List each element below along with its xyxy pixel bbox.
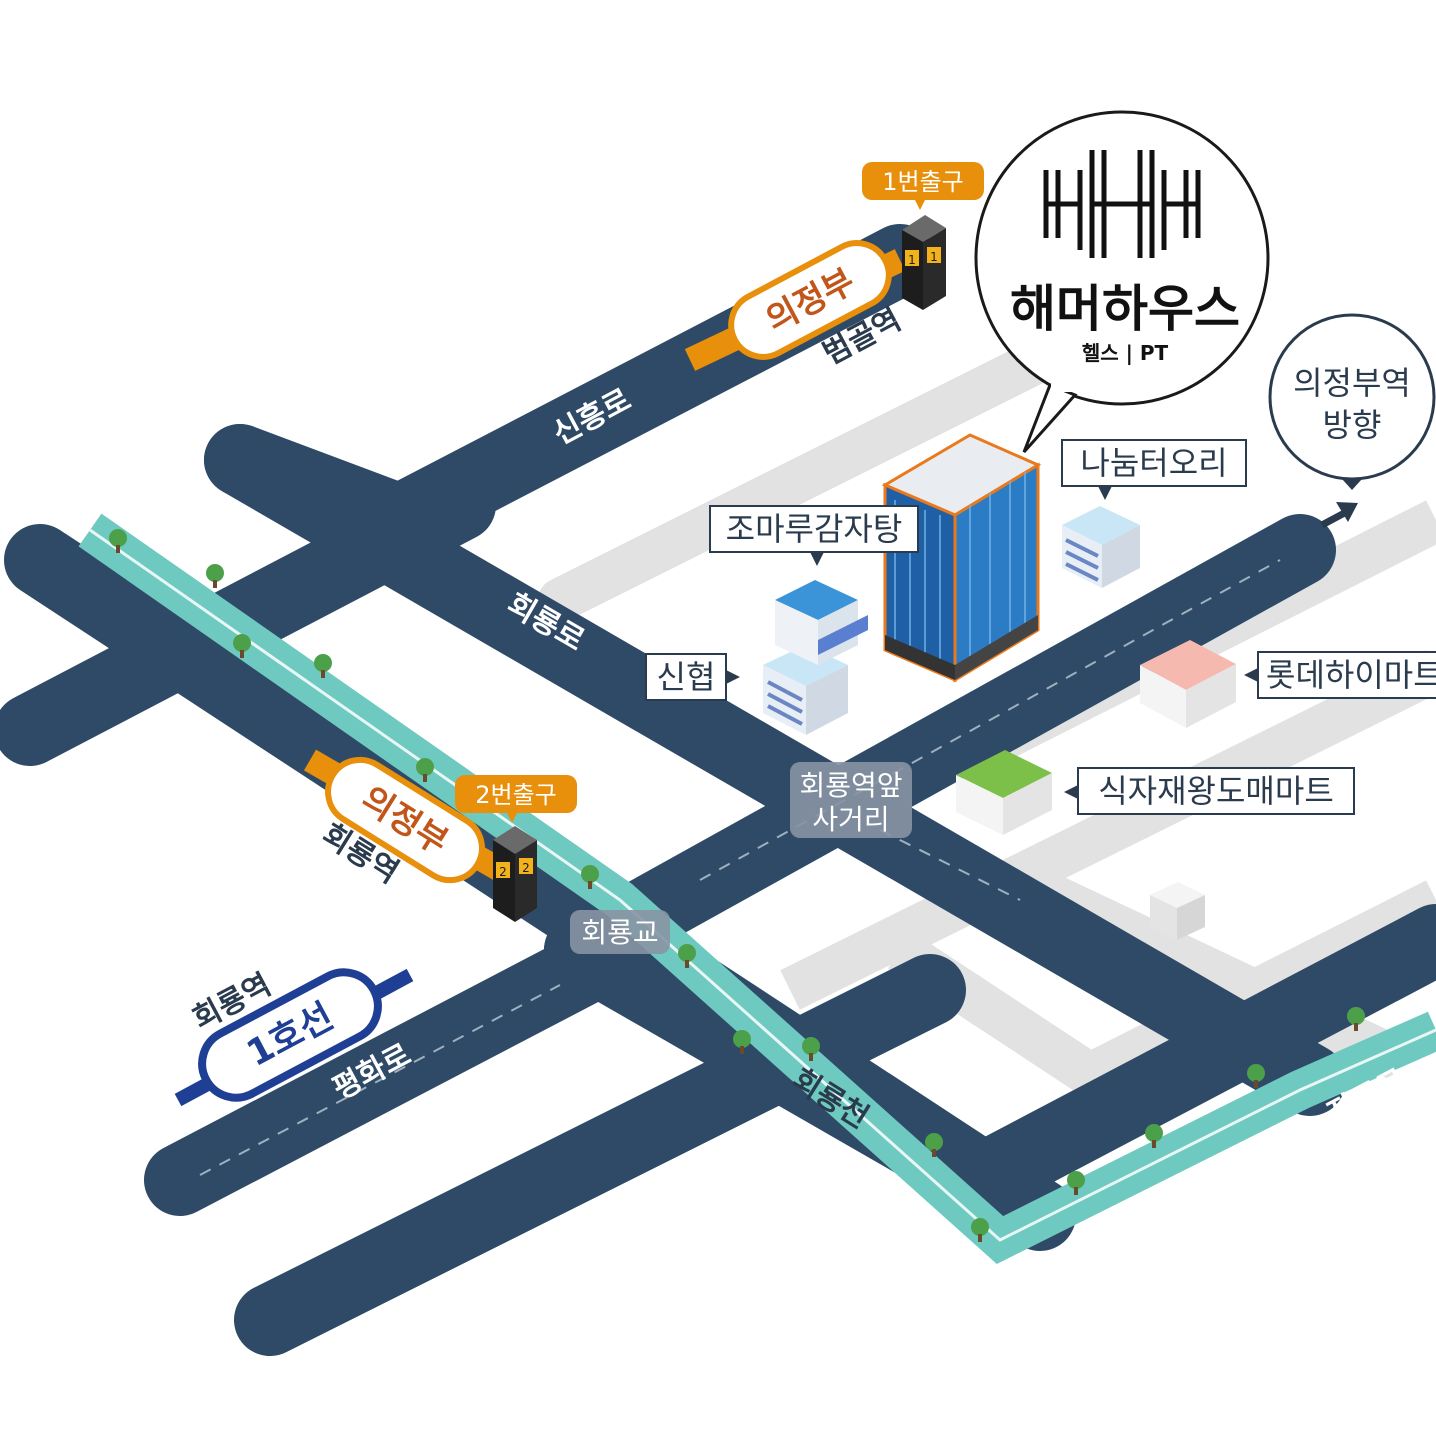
svg-text:롯데하이마트: 롯데하이마트 (1266, 656, 1436, 694)
building-jomaru (775, 580, 868, 665)
place-label-lotte: 롯데하이마트 (1244, 651, 1436, 699)
svg-text:식자재왕도매마트: 식자재왕도매마트 (1098, 772, 1334, 810)
exit-2: 2번출구 2 2 (455, 775, 577, 922)
place-label-shinhyup: 신협 (645, 653, 740, 701)
stream (78, 513, 1436, 1264)
trees (109, 529, 1365, 1242)
place-label-sikjajae: 식자재왕도매마트 (1064, 767, 1355, 815)
svg-text:사거리: 사거리 (812, 803, 889, 836)
tree (109, 529, 127, 553)
tree (1347, 1007, 1365, 1031)
north-line-pill (728, 240, 892, 360)
brand-logo-callout: 해머하우스 헬스 | PT (974, 110, 1270, 454)
svg-text:신협: 신협 (657, 658, 716, 696)
tree (314, 654, 332, 678)
south-line-pill (325, 756, 485, 884)
building-sikjajae (956, 750, 1052, 835)
direction-indicator: 의정부역 방향 (1268, 313, 1436, 529)
direction-label-2: 방향 (1323, 406, 1382, 444)
building-nanumter (1062, 506, 1140, 588)
exit-2-number-right: 2 (522, 861, 530, 875)
exit-1-number-right: 1 (930, 250, 938, 264)
tree (206, 564, 224, 588)
tree (1145, 1124, 1163, 1148)
building-small (1150, 882, 1205, 940)
tree (733, 1030, 751, 1054)
tree (971, 1218, 989, 1242)
exit-2-number-left: 2 (499, 865, 507, 879)
arrow-icon (1320, 502, 1358, 529)
exit-1-label: 1번출구 (882, 168, 964, 196)
tree (925, 1133, 943, 1157)
exit-2-tag: 2번출구 (455, 775, 577, 823)
svg-text:조마루감자탕: 조마루감자탕 (726, 510, 903, 548)
bridge-label: 회룡교 (570, 910, 670, 954)
metro-line-pill (198, 968, 382, 1102)
south-station: 의정부 회룡역 (303, 749, 507, 891)
tree (233, 634, 251, 658)
tree (678, 944, 696, 968)
exit-1-tag: 1번출구 (862, 162, 984, 210)
brand-name: 해머하우스 (1010, 280, 1240, 338)
hammer-house-logo-icon (1043, 150, 1201, 258)
exit-2-pillar: 2 2 (493, 826, 537, 922)
tree (1067, 1171, 1085, 1195)
tree (581, 865, 599, 889)
intersection-label: 회룡역앞 사거리 (790, 762, 912, 838)
tree (416, 758, 434, 782)
direction-label-1: 의정부역 (1293, 364, 1411, 402)
brand-subtitle: 헬스 | PT (1082, 341, 1169, 365)
exit-1-number-left: 1 (908, 253, 916, 267)
place-label-jomaru: 조마루감자탕 (709, 505, 919, 566)
place-label-nanumter: 나눔터오리 (1061, 439, 1247, 500)
building-lotte (1140, 640, 1236, 728)
tree (802, 1037, 820, 1061)
exit-1-pillar: 1 1 (902, 215, 946, 310)
exit-1: 1번출구 1 1 (862, 162, 984, 310)
svg-text:회룡교: 회룡교 (581, 916, 658, 949)
svg-text:나눔터오리: 나눔터오리 (1080, 444, 1227, 482)
tree (1247, 1064, 1265, 1088)
exit-2-label: 2번출구 (475, 781, 557, 809)
building-hammer-house (881, 433, 1042, 683)
svg-text:회룡역앞: 회룡역앞 (799, 769, 902, 802)
